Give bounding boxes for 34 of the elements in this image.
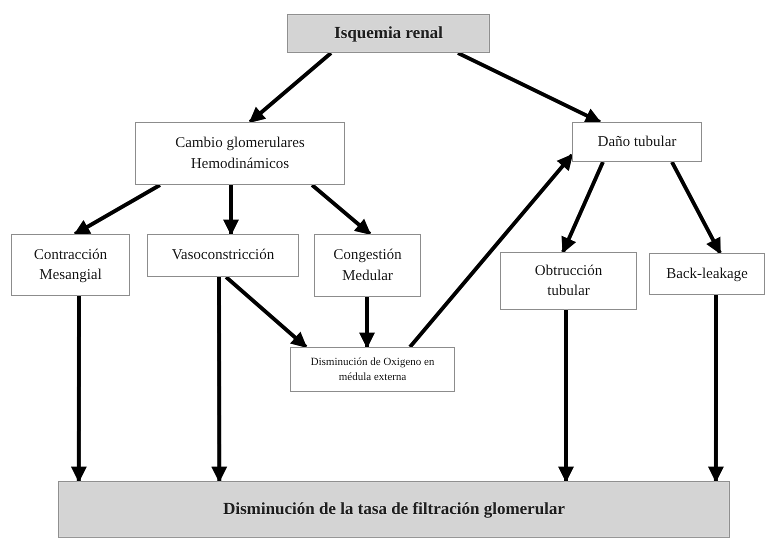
process-box [500, 252, 637, 310]
process-box [58, 481, 730, 538]
node-label: Obtrucción tubular [534, 262, 604, 301]
arrow [457, 51, 602, 124]
node-label: Contracción Mesangial [32, 246, 108, 285]
node-label: Daño tubular [596, 132, 678, 152]
node-label: Disminución de Oxigeno en médula externa [310, 354, 436, 384]
node-label: Vasoconstricción [170, 246, 276, 266]
node-label: Back-leakage [665, 264, 749, 284]
process-box [11, 234, 130, 296]
arrow [558, 310, 574, 483]
arrow [248, 51, 332, 124]
arrow [223, 185, 240, 236]
arrow [310, 183, 372, 236]
process-box [135, 122, 345, 185]
arrow [670, 161, 722, 254]
node-label: Congestión Medular [332, 246, 403, 286]
arrow [408, 154, 574, 348]
process-box [290, 347, 455, 392]
arrow [708, 295, 724, 483]
arrow [211, 277, 228, 483]
arrow [70, 296, 87, 483]
arrow [224, 276, 308, 348]
arrow [359, 297, 376, 349]
process-box [287, 14, 490, 53]
node-label: Disminución de la tasa de filtración glomerular [222, 498, 566, 520]
process-box [649, 253, 765, 295]
process-box [572, 122, 702, 162]
arrow [74, 183, 161, 236]
node-label: Cambio glomerulares Hemodinámicos [174, 134, 306, 174]
arrow [561, 161, 605, 254]
process-box [147, 234, 299, 277]
process-box [314, 234, 421, 297]
node-label: Isquemia renal [333, 22, 444, 44]
